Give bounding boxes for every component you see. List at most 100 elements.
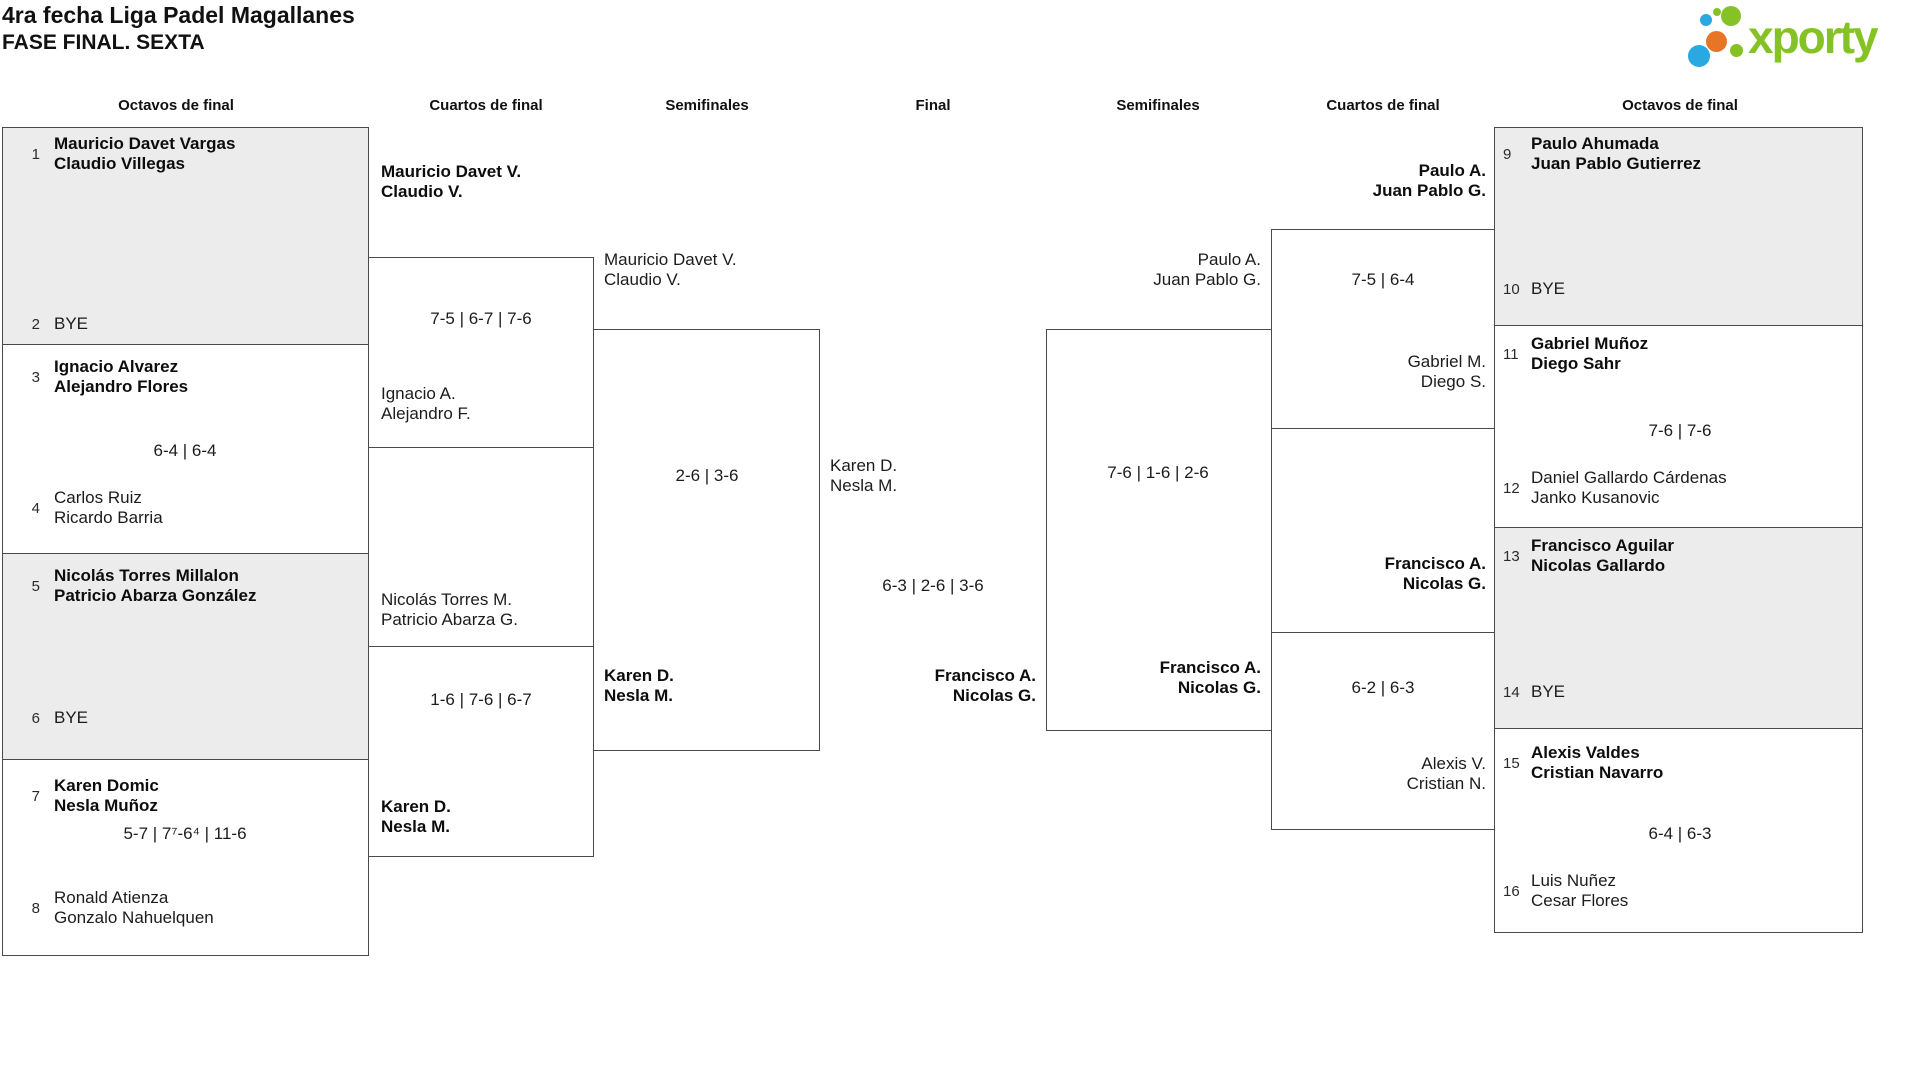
match-box-l-oct-1[interactable] bbox=[2, 127, 369, 345]
seed-pair-2: 2 BYE bbox=[16, 314, 88, 334]
player-name: Nicolas G. bbox=[952, 686, 1036, 705]
logo-dot-icon bbox=[1730, 44, 1743, 57]
player-name: Alexis V. bbox=[1421, 754, 1486, 773]
seed-number: 4 bbox=[31, 499, 40, 517]
match-score: 6-2 | 6-3 bbox=[1351, 678, 1415, 697]
match-score: 6-4 | 6-3 bbox=[1648, 824, 1712, 843]
player-name: Francisco Aguilar bbox=[1531, 536, 1674, 555]
player-name: Carlos Ruiz bbox=[54, 488, 142, 507]
player-name: Ignacio A. bbox=[381, 384, 456, 403]
match-score: 7-6 | 1-6 | 2-6 bbox=[1107, 463, 1209, 482]
r-qf1-bottom-team: Gabriel M. Diego S. bbox=[1408, 352, 1486, 392]
player-name: Paulo Ahumada bbox=[1531, 134, 1659, 153]
player-name: Luis Nuñez bbox=[1531, 871, 1617, 890]
l-qf2-bottom-team: Karen D. Nesla M. bbox=[381, 797, 451, 837]
r-sf-bottom-team: Francisco A. Nicolas G. bbox=[1160, 658, 1261, 698]
match-box-r-oct-1[interactable] bbox=[1494, 127, 1863, 326]
seed-number: 1 bbox=[31, 145, 40, 163]
logo-dot-icon bbox=[1721, 6, 1741, 26]
player-name: Cristian Navarro bbox=[1531, 763, 1664, 782]
final-winner-team: Francisco A. Nicolas G. bbox=[935, 666, 1036, 706]
seed-pair-10: 10 BYE bbox=[1503, 279, 1565, 299]
player-name: Daniel Gallardo Cárdenas bbox=[1531, 468, 1727, 487]
r-sf-top-team: Paulo A. Juan Pablo G. bbox=[1153, 250, 1261, 290]
seed-number: 3 bbox=[31, 368, 40, 386]
player-name: Patricio Abarza González bbox=[54, 586, 257, 605]
bye-label: BYE bbox=[54, 708, 89, 727]
tournament-title: 4ra fecha Liga Padel Magallanes bbox=[2, 2, 355, 28]
seed-number: 10 bbox=[1503, 280, 1520, 298]
round-header-octavos-left: Octavos de final bbox=[118, 97, 234, 114]
seed-number: 16 bbox=[1503, 882, 1520, 900]
player-name: Karen D. bbox=[604, 666, 674, 685]
match-box-r-sf[interactable] bbox=[1046, 329, 1272, 731]
player-name: Paulo A. bbox=[1197, 250, 1261, 269]
logo-dot-icon bbox=[1706, 31, 1727, 52]
match-score: 1-6 | 7-6 | 6-7 bbox=[430, 690, 532, 709]
player-name: Alejandro F. bbox=[381, 404, 471, 423]
player-name: Diego S. bbox=[1420, 372, 1486, 391]
match-box-r-oct-4[interactable] bbox=[1494, 728, 1863, 933]
match-box-l-qf-2[interactable] bbox=[368, 646, 594, 857]
player-name: Nicolas G. bbox=[1177, 678, 1261, 697]
match-box-l-oct-4[interactable] bbox=[2, 759, 369, 956]
player-name: Paulo A. bbox=[1418, 161, 1486, 180]
seed-number: 6 bbox=[31, 709, 40, 727]
logo-dot-icon bbox=[1700, 14, 1712, 26]
bye-label: BYE bbox=[1531, 279, 1566, 298]
player-name: Ronald Atienza bbox=[54, 888, 169, 907]
player-name: Mauricio Davet V. bbox=[604, 250, 737, 269]
r-qf1-top-team: Paulo A. Juan Pablo G. bbox=[1373, 161, 1486, 201]
seed-number: 11 bbox=[1503, 345, 1519, 363]
match-box-l-sf[interactable] bbox=[593, 329, 820, 751]
player-name: Nesla M. bbox=[830, 476, 898, 495]
phase-subtitle: FASE FINAL. SEXTA bbox=[2, 31, 205, 54]
seed-pair-14: 14 BYE bbox=[1503, 682, 1565, 702]
player-name: Mauricio Davet Vargas bbox=[54, 134, 236, 153]
seed-number: 2 bbox=[31, 315, 40, 333]
player-name: Ricardo Barria bbox=[54, 508, 163, 527]
final-score: 6-3 | 2-6 | 3-6 bbox=[882, 576, 984, 595]
l-qf1-top-team: Mauricio Davet V. Claudio V. bbox=[381, 162, 521, 202]
l-qf1-bottom-team: Ignacio A. Alejandro F. bbox=[381, 384, 471, 424]
r-qf2-top-team: Francisco A. Nicolas G. bbox=[1385, 554, 1486, 594]
match-box-r-qf-2[interactable] bbox=[1271, 632, 1495, 830]
player-name: Francisco A. bbox=[1159, 658, 1261, 677]
xporty-logo[interactable]: xporty bbox=[1686, 4, 1911, 72]
round-header-semis-right: Semifinales bbox=[1116, 97, 1200, 114]
seed-number: 7 bbox=[31, 787, 40, 805]
seed-number: 5 bbox=[31, 577, 40, 595]
player-name: Juan Pablo G. bbox=[1372, 181, 1486, 200]
player-name: Francisco A. bbox=[934, 666, 1036, 685]
logo-dot-icon bbox=[1688, 45, 1710, 67]
match-score: 7-5 | 6-4 bbox=[1351, 270, 1415, 289]
bye-label: BYE bbox=[1531, 682, 1566, 701]
logo-dot-icon bbox=[1713, 8, 1721, 16]
player-name: Karen Domic bbox=[54, 776, 159, 795]
match-box-l-oct-3[interactable] bbox=[2, 553, 369, 760]
player-name: Diego Sahr bbox=[1531, 354, 1621, 373]
seed-number: 14 bbox=[1503, 683, 1520, 701]
player-name: Alexis Valdes bbox=[1531, 743, 1640, 762]
r-qf2-bottom-team: Alexis V. Cristian N. bbox=[1407, 754, 1486, 794]
player-name: Nesla M. bbox=[604, 686, 673, 705]
player-name: Nicolas G. bbox=[1402, 574, 1486, 593]
round-header-cuartos-right: Cuartos de final bbox=[1326, 97, 1440, 114]
seed-pair-6: 6 BYE bbox=[16, 708, 88, 728]
match-score: 5-7 | 7⁷-6⁴ | 11-6 bbox=[123, 824, 247, 843]
player-name: Cristian N. bbox=[1406, 774, 1486, 793]
match-box-r-qf-1[interactable] bbox=[1271, 229, 1495, 429]
player-name: Claudio V. bbox=[381, 182, 463, 201]
round-header-semis-left: Semifinales bbox=[665, 97, 749, 114]
l-qf2-top-team: Nicolás Torres M. Patricio Abarza G. bbox=[381, 590, 518, 630]
final-top-team: Karen D. Nesla M. bbox=[830, 456, 897, 496]
l-sf-top-team: Mauricio Davet V. Claudio V. bbox=[604, 250, 737, 290]
player-name: Ignacio Alvarez bbox=[54, 357, 179, 376]
player-name: Gabriel Muñoz bbox=[1531, 334, 1649, 353]
